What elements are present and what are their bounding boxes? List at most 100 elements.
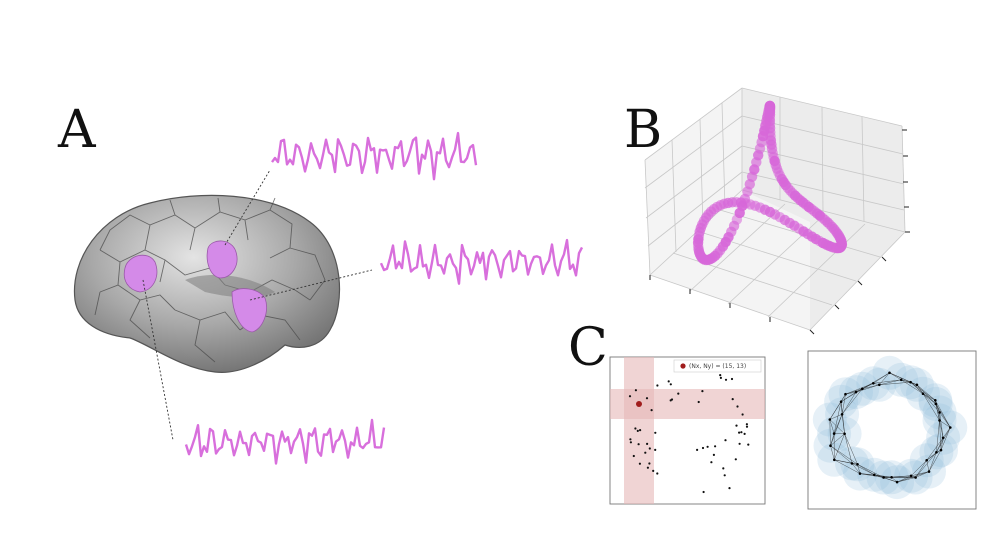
scatter-point [629, 438, 632, 441]
complex-edge [851, 463, 861, 474]
scatter-point [710, 461, 713, 464]
complex-edge [840, 401, 843, 415]
complex-edge [910, 460, 927, 476]
complex-edge [897, 477, 916, 483]
complex-edge [859, 473, 875, 476]
complex-node [914, 476, 917, 479]
complex-edge [940, 437, 944, 451]
scatter-point [652, 469, 655, 472]
complex-edge [873, 372, 890, 384]
scatter-point [735, 424, 738, 427]
complex-edge [833, 414, 843, 434]
complex-edge [922, 393, 936, 401]
leader-lines [142, 169, 373, 441]
scatter-point [747, 443, 750, 446]
scatter-point [734, 458, 737, 461]
highlight-band-vertical [624, 357, 654, 504]
complex-edge [936, 427, 951, 453]
complex-node [872, 382, 875, 385]
scatter-point [740, 431, 743, 434]
panel-label-a: A [58, 100, 96, 160]
scatter-point [730, 377, 734, 381]
brain-surface [73, 194, 341, 373]
scatter-point [736, 405, 739, 408]
complex-node [856, 463, 859, 466]
complex-node [895, 480, 899, 484]
complex-edge [840, 394, 846, 402]
scatter-point [654, 448, 657, 451]
complex-node [861, 387, 864, 391]
complex-edge [844, 433, 858, 465]
complex-edge [911, 471, 930, 477]
scatter-point [639, 429, 642, 432]
complex-edge [922, 393, 936, 405]
complex-edge [829, 414, 843, 420]
complex-edge [857, 464, 875, 476]
scatter-point [634, 427, 637, 430]
scatter-point [629, 441, 633, 444]
complex-edge [879, 372, 890, 385]
complex-edge [935, 403, 940, 421]
scatter-point [648, 462, 651, 465]
complex-node [934, 399, 937, 402]
scatter-point [648, 447, 651, 450]
scatter-point [724, 439, 727, 442]
scatter-panel: (Nx, Ny) = (15, 13) [609, 356, 766, 505]
scatter-point [701, 446, 705, 450]
complex-node [858, 472, 862, 475]
scatter-point [637, 443, 640, 446]
panel-label-c: C [568, 318, 608, 378]
brain-region-1 [123, 254, 158, 293]
complex-edge [926, 452, 937, 461]
complex-edge [916, 384, 936, 405]
complex-node [854, 390, 858, 394]
scatter-point [745, 423, 749, 426]
complex-nodes [828, 371, 952, 484]
scatter-point [650, 409, 653, 412]
scatter-point [646, 466, 650, 469]
complex-edge [936, 420, 940, 453]
complex-edge [841, 391, 857, 415]
complex-node [828, 418, 832, 421]
complex-edge [857, 464, 884, 478]
complex-node [921, 392, 925, 396]
brain-region-3 [231, 288, 267, 333]
scatter-points [628, 374, 750, 494]
complex-edge [830, 445, 835, 460]
scatter-point [656, 472, 659, 475]
scatter-point [654, 431, 657, 434]
scatter-point [634, 389, 638, 392]
complex-edge [833, 401, 842, 434]
complex-edge [897, 471, 930, 483]
complex-edge [859, 473, 884, 478]
scatter-point [696, 448, 699, 451]
complex-edge [916, 384, 924, 394]
complex-node [935, 451, 938, 454]
complex-node [934, 402, 938, 406]
complex-node [938, 411, 941, 414]
complex-node [850, 462, 854, 465]
scatter-point [636, 429, 639, 432]
cloud-point [759, 204, 771, 215]
scatter-point [738, 431, 741, 434]
highlighted-point [636, 401, 642, 407]
scatter-point [670, 398, 674, 401]
scatter-point [628, 395, 632, 398]
complex-edge [928, 449, 942, 472]
3d-plot-box [644, 87, 910, 335]
complex-node [839, 400, 843, 404]
scatter-point [719, 376, 723, 379]
point-cloud [692, 100, 848, 266]
complex-edge [889, 372, 902, 381]
complex-node [878, 383, 881, 387]
complex-node [949, 426, 952, 429]
complex-edge [915, 452, 937, 478]
signal-trace-1 [271, 131, 478, 181]
complex-node [882, 476, 885, 479]
complex-edge [940, 427, 951, 451]
complex-node [843, 432, 846, 436]
complex-edge [939, 420, 942, 451]
complex-edge [873, 379, 902, 384]
scatter-point [722, 467, 725, 470]
